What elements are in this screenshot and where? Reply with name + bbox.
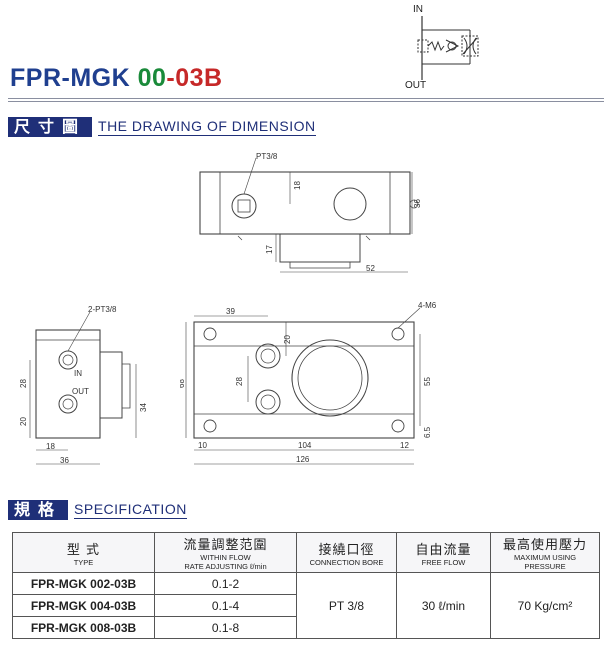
title-part1: FPR-MGK	[10, 64, 138, 92]
side-view-dim-18: 18	[46, 442, 55, 451]
spec-header-connection: 接繞口徑 CONNECTION BORE	[296, 532, 397, 573]
spec-header-flow-range: 流量調整范圍 WITHIN FLOW RATE ADJUSTING ℓ/min	[154, 532, 297, 573]
side-view-out-label: OUT	[72, 387, 89, 396]
front-view-dim-10: 10	[198, 441, 207, 450]
table-row: FPR-MGK 008-03B 0.1-8	[12, 616, 600, 639]
symbol-in-label: IN	[413, 4, 423, 15]
side-view-dim-36: 36	[60, 456, 69, 465]
drawing-section-header: 尺寸圖 THE DRAWING OF DIMENSION	[8, 116, 316, 138]
top-view-dim-52: 52	[366, 264, 375, 273]
top-view-dim-18: 18	[293, 181, 302, 190]
product-title: FPR-MGK 00-03B	[10, 64, 223, 93]
spec-pressure: 70 Kg/cm²	[490, 572, 600, 639]
front-view-dim-55: 55	[423, 377, 432, 386]
spec-section-cn: 規格	[8, 500, 69, 520]
spec-row-type: FPR-MGK 002-03B	[12, 572, 155, 595]
spec-section-en: SPECIFICATION	[74, 501, 187, 519]
title-part3: -03B	[166, 64, 223, 92]
title-rule-bottom	[8, 101, 604, 102]
front-view-dim-68: 68	[180, 379, 186, 388]
spec-section-header: 規格 SPECIFICATION	[8, 499, 187, 521]
front-view-dim-28: 28	[235, 377, 244, 386]
front-view-dim-104: 104	[298, 441, 312, 450]
spec-row-range: 0.1-2	[154, 572, 297, 595]
spec-connection: PT 3/8	[296, 572, 397, 639]
front-view-dim-126: 126	[296, 455, 310, 464]
spec-row-type: FPR-MGK 008-03B	[12, 616, 155, 639]
hydraulic-symbol	[417, 16, 479, 80]
spec-row-range: 0.1-4	[154, 594, 297, 617]
side-view-dim-34: 34	[139, 403, 148, 412]
side-view-drawing: 2-PT3/8 IN OUT 28 20 34 18 36	[19, 305, 148, 465]
top-view-dim-36: 36	[413, 199, 422, 208]
top-view-dim-17: 17	[265, 245, 274, 254]
side-view-dim-28: 28	[19, 379, 28, 388]
drawing-section-en: THE DRAWING OF DIMENSION	[98, 118, 316, 136]
spec-header-type: 型 式 TYPE	[12, 532, 155, 573]
spec-header-pressure: 最高使用壓力 MAXIMUM USING PRESSURE	[490, 532, 600, 573]
front-view-dim-6-5: 6.5	[423, 426, 432, 438]
title-rule-top	[8, 98, 604, 99]
spec-table: 型 式 TYPE 流量調整范圍 WITHIN FLOW RATE ADJUSTI…	[12, 532, 600, 639]
front-view-dim-12: 12	[400, 441, 409, 450]
symbol-out-label: OUT	[405, 80, 427, 91]
side-view-in-label: IN	[74, 369, 82, 378]
side-view-port-label: 2-PT3/8	[88, 305, 117, 314]
front-view-dim-39: 39	[226, 307, 235, 316]
top-view-port-label: PT3/8	[256, 152, 278, 161]
front-view-bolt-label: 4-M6	[418, 301, 437, 310]
front-view-drawing: 4-M6 39 20 28 68 55 6.5 10 104 12 126	[180, 301, 437, 465]
front-view-dim-20: 20	[283, 335, 292, 344]
table-row: FPR-MGK 002-03B 0.1-2 PT 3/8 30 ℓ/min 70…	[12, 572, 600, 639]
title-part2: 00	[137, 64, 167, 92]
spec-row-type: FPR-MGK 004-03B	[12, 594, 155, 617]
top-view-drawing: PT3/8 18 36 17 52	[199, 152, 422, 273]
spec-free-flow: 30 ℓ/min	[396, 572, 491, 639]
drawing-section-cn: 尺寸圖	[8, 117, 93, 137]
spec-row-range: 0.1-8	[154, 616, 297, 639]
spec-header-free-flow: 自由流量 FREE FLOW	[396, 532, 491, 573]
side-view-dim-20: 20	[19, 417, 28, 426]
